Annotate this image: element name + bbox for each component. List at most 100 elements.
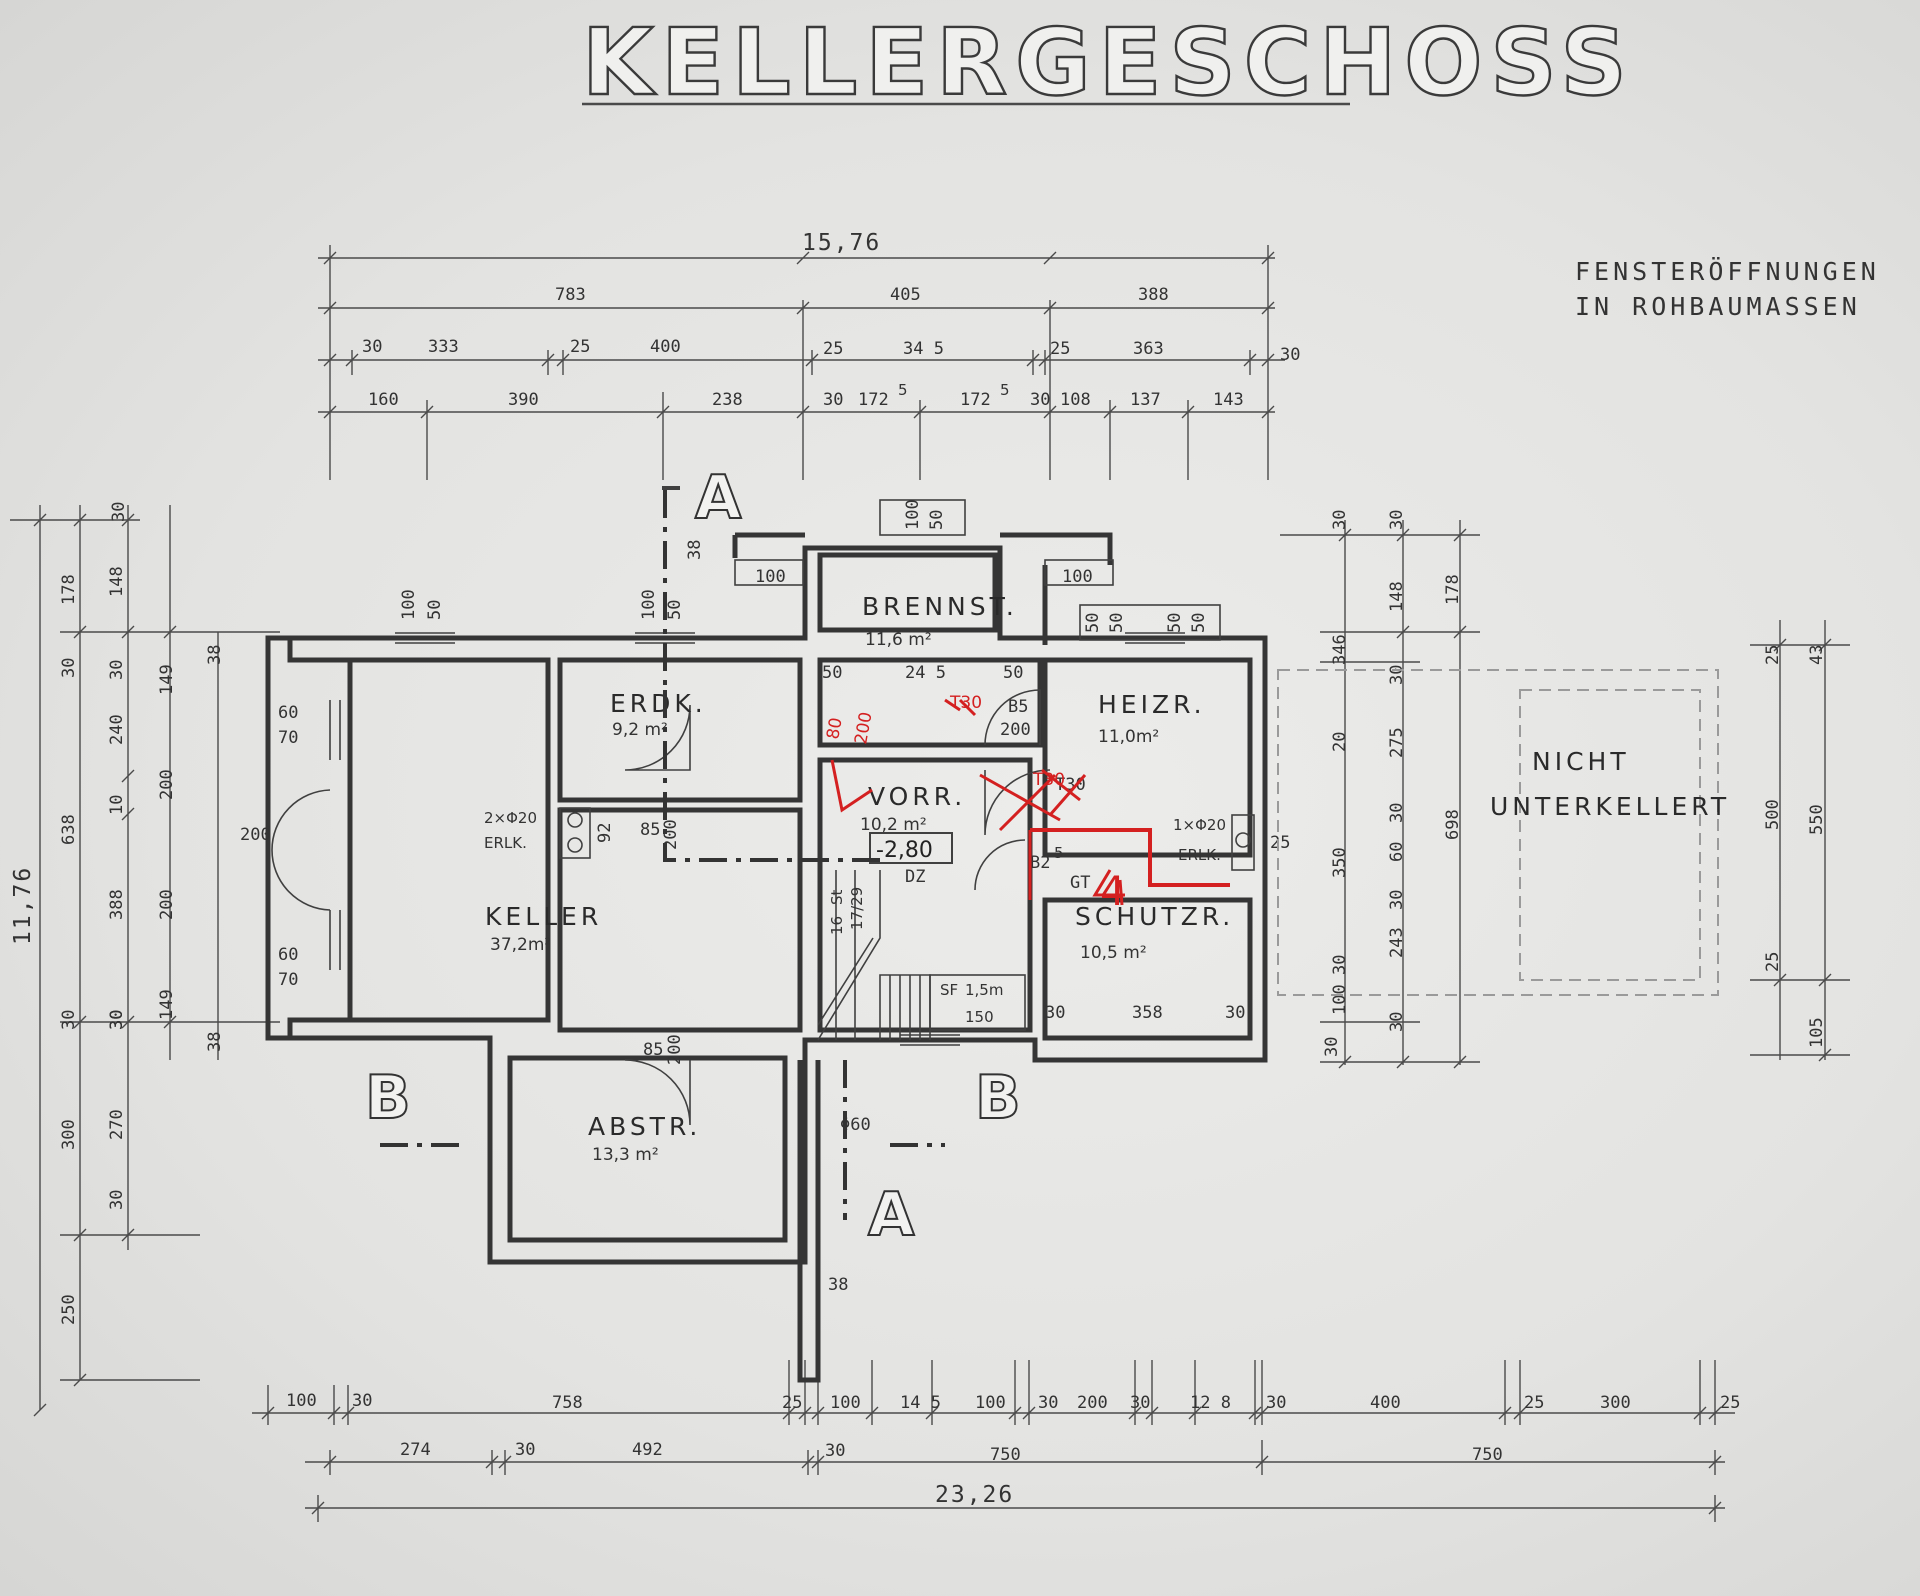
dim-top3-8: 5 [1000, 381, 1010, 399]
door-brennst-245: 24 5 [905, 663, 946, 683]
room-area-erdk: 9,2 m² [612, 720, 668, 740]
bottom-dimension-chains [252, 1360, 1735, 1522]
dim-b1-1: 100 [286, 1391, 317, 1411]
win-top-5a: 50 [1165, 613, 1185, 633]
dim-top3-2: 390 [508, 390, 539, 410]
dim-l-1: 178 [59, 574, 79, 605]
dim-b1-13: 400 [1370, 1393, 1401, 1413]
schutz-30a: 30 [1045, 1003, 1065, 1023]
section-mark-a-top: A [695, 463, 742, 533]
dim-b2-5: 750 [990, 1445, 1021, 1465]
win-top-5b: 50 [1189, 613, 1209, 633]
niche-left-label: 100 [755, 567, 786, 587]
win-top-3b: 50 [927, 510, 947, 530]
dim-l-17: 149 [157, 989, 177, 1020]
walls [265, 499, 1268, 1383]
dim-b1-10: 30 [1130, 1393, 1150, 1413]
dim-fr-2: 43 [1807, 645, 1827, 665]
dim-r-2: 346 [1330, 634, 1350, 665]
sf-label: SF [940, 981, 958, 999]
left-dimension-chains [10, 505, 280, 1417]
win-top-3a: 100 [903, 499, 923, 530]
chimney-left [559, 807, 591, 859]
top-dimension-chains [318, 245, 1285, 480]
dim-top1-2: 405 [890, 285, 921, 305]
dim-b1-12: 30 [1266, 1393, 1286, 1413]
dim-top3-12: 143 [1213, 390, 1244, 410]
dim-b1-11: 12 8 [1190, 1393, 1231, 1413]
dim-total-width: 15,76 [802, 230, 881, 256]
room-area-keller: 37,2m² [490, 935, 551, 955]
door-heizr-85: B5 [1008, 697, 1028, 717]
dim-top3-3: 238 [712, 390, 743, 410]
stair-rise: 17/29 [848, 887, 866, 930]
room-area-heizr: 11,0m² [1098, 727, 1159, 747]
dim-l-20: 38 [205, 1032, 225, 1052]
dim-r-14: 30 [1387, 890, 1407, 910]
level-box [869, 832, 953, 864]
win-top-2a: 100 [639, 589, 659, 620]
open-l-2: 70 [278, 728, 298, 748]
dim-l-6: 30 [107, 660, 127, 680]
dim-top3-11: 137 [1130, 390, 1161, 410]
dim-b1-8: 30 [1038, 1393, 1058, 1413]
schutz-30b: 30 [1225, 1003, 1245, 1023]
nicht-unterkellert-inner [1519, 689, 1701, 981]
dim-l-13: 30 [109, 502, 129, 522]
door-heizr-200: 200 [1000, 720, 1031, 740]
door-gt: GT [1070, 873, 1090, 893]
schutz-358: 358 [1132, 1003, 1163, 1023]
dim-total-length: 23,26 [935, 1482, 1014, 1508]
red-annot-t30-1: T30 [949, 693, 982, 713]
niche-right-label: 100 [1062, 567, 1093, 587]
dim-l-5: 148 [107, 566, 127, 597]
dim-b1-3: 758 [552, 1393, 583, 1413]
niche-right [1044, 559, 1114, 586]
dim-r-7: 30 [1322, 1037, 1342, 1057]
dim-r-1: 30 [1330, 510, 1350, 530]
chimney-left-92: 92 [595, 823, 615, 843]
section-mark-a-bottom: A [868, 1180, 915, 1250]
dim-b2-6: 750 [1472, 1445, 1503, 1465]
nicht-label-1: NICHT [1532, 747, 1630, 776]
door-b2-sup: 5 [1054, 844, 1064, 862]
chimney-right-25: 25 [1270, 833, 1290, 853]
staircase [817, 870, 1026, 1041]
chimney-left-spec: 2×Φ20 [484, 809, 537, 827]
open-l-3: 200 [240, 825, 271, 845]
red-annot-200: 200 [851, 710, 876, 745]
dim-top2-7: 25 [1050, 339, 1070, 359]
win-top-4b: 50 [1107, 613, 1127, 633]
dim-l-2: 638 [59, 814, 79, 845]
room-name-abstr: ABSTR. [588, 1112, 701, 1141]
section-mark-b-left: B [365, 1063, 411, 1133]
dim-top3-1: 160 [368, 390, 399, 410]
dim-b1-16: 25 [1720, 1393, 1740, 1413]
phi-60: Φ60 [840, 1115, 871, 1135]
stair-16: 16 [828, 916, 846, 935]
dim-l-7: 240 [107, 714, 127, 745]
dim-r-9: 148 [1387, 581, 1407, 612]
room-name-brennst: BRENNST. [862, 592, 1018, 621]
dim-b2-3: 492 [632, 1440, 663, 1460]
dim-l-3: 300 [59, 1119, 79, 1150]
dim-r-11: 275 [1387, 727, 1407, 758]
dim-top3-9: 30 [1030, 390, 1050, 410]
dim-b1-2: 30 [352, 1391, 372, 1411]
dim-top1-1: 783 [555, 285, 586, 305]
win-top-4a: 50 [1083, 613, 1103, 633]
dim-fr-3: 500 [1763, 799, 1783, 830]
dim-l-16: 200 [157, 889, 177, 920]
level-value: -2,80 [876, 838, 933, 863]
dim-fr-6: 105 [1807, 1017, 1827, 1048]
nicht-unterkellert-outline [1277, 669, 1719, 996]
plan-title: KELLERGESCHOSS [582, 9, 1635, 116]
win-top-1a: 100 [399, 589, 419, 620]
dim-r-12: 30 [1387, 803, 1407, 823]
dim-r-18: 698 [1443, 809, 1463, 840]
dim-top3-7: 172 [960, 390, 991, 410]
right-dimension-chains [1280, 520, 1850, 1069]
room-name-schutzr: SCHUTZR. [1075, 902, 1234, 931]
dim-top3-5: 172 [858, 390, 889, 410]
